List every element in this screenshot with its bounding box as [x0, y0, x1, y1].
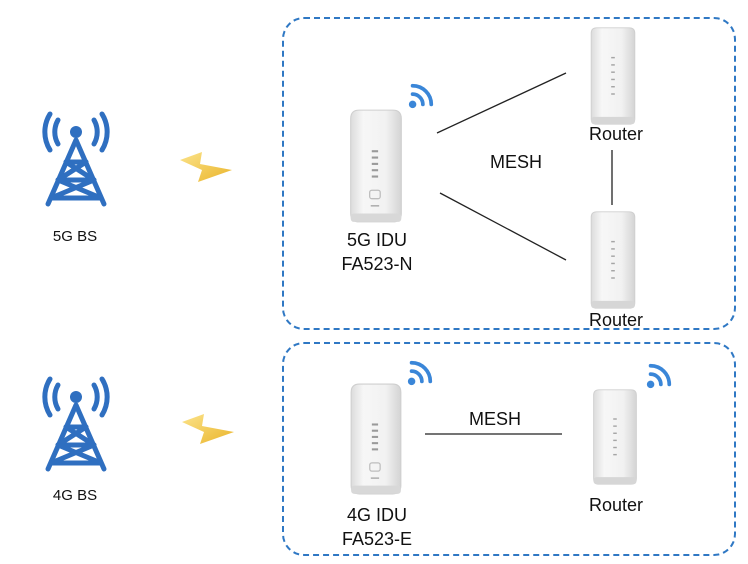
idu-5g-label: 5G IDU FA523-N	[322, 228, 432, 276]
idu-4g-model-line1: 4G IDU	[346, 505, 407, 525]
router-5g-2-label: Router	[588, 310, 644, 330]
router-4g-label: Router	[588, 495, 644, 515]
link-idu-router2	[439, 192, 567, 261]
idu-5g-model-line2: FA523-N	[341, 254, 413, 274]
idu-4g-label: 4G IDU FA523-E	[322, 503, 432, 551]
idu-5g-model-line1: 5G IDU	[346, 230, 407, 250]
mesh-4g-label: MESH	[468, 409, 521, 429]
group-4g-box	[282, 342, 736, 556]
router-5g-1-label: Router	[588, 124, 644, 144]
bs-4g-label: 4G BS	[52, 487, 98, 504]
group-5g-box	[282, 17, 736, 330]
link-idu-router1	[436, 72, 567, 134]
mesh-5g-label: MESH	[489, 152, 542, 172]
idu-4g-model-line2: FA523-E	[341, 529, 413, 549]
bs-5g-label: 5G BS	[52, 228, 98, 245]
